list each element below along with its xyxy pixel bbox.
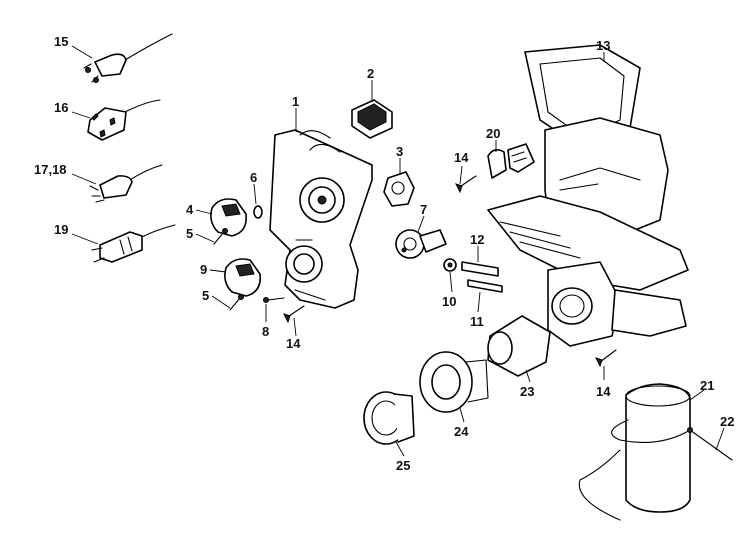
control-panel-housing [269,129,373,309]
holder-20 [487,143,535,179]
clip-10 [443,258,457,272]
callout-11: 11 [470,314,484,329]
callout-21: 21 [700,378,714,393]
callout-labels: 15 16 17,18 19 1 2 3 4 5 6 9 5 8 14 7 14… [34,34,734,473]
callout-14-right: 14 [596,384,611,399]
motor-cap [363,391,415,445]
ring-housing [419,351,489,413]
callout-5-upper: 5 [186,226,193,241]
callout-6: 6 [250,170,257,185]
power-cord-ch-dk [89,164,163,203]
callout-3: 3 [396,144,403,159]
pressure-switch [395,229,447,259]
callout-25: 25 [396,458,410,473]
callout-4: 4 [186,202,194,217]
callout-14-top: 14 [454,150,469,165]
callout-23: 23 [520,384,534,399]
cable-tie [687,427,733,461]
tube-11 [467,279,503,293]
callout-7: 7 [420,202,427,217]
power-cord-us [91,224,176,263]
rocker-switch [351,99,393,139]
tube-12 [461,261,499,277]
screw-14-right [595,349,617,368]
callout-10: 10 [442,294,456,309]
callout-17-18: 17,18 [34,162,67,177]
callout-14-left: 14 [286,336,301,351]
callout-5-lower: 5 [202,288,209,303]
main-housing [487,44,689,347]
callout-13: 13 [596,38,610,53]
callout-9: 9 [200,262,207,277]
thermostat [383,171,415,207]
leader-lines [71,45,725,457]
screw-8 [263,297,285,303]
callout-8: 8 [262,324,269,339]
callout-22: 22 [720,414,734,429]
callout-15: 15 [54,34,68,49]
callout-12: 12 [470,232,484,247]
knob-lower [224,258,262,297]
screw-14-top [455,175,477,194]
power-cord-schuko [83,33,173,83]
ring-6 [253,205,263,219]
filter-bag [578,383,691,521]
callout-1: 1 [292,94,299,109]
knob-upper [210,198,248,237]
screw-5-lower [229,294,244,311]
power-cord-uk [87,99,161,141]
callout-24: 24 [454,424,469,439]
screw-5-upper [213,228,228,245]
callout-16: 16 [54,100,68,115]
callout-20: 20 [486,126,500,141]
callout-19: 19 [54,222,68,237]
cylinder-sleeve [487,315,551,377]
callout-2: 2 [367,66,374,81]
screw-14-left [283,305,305,324]
